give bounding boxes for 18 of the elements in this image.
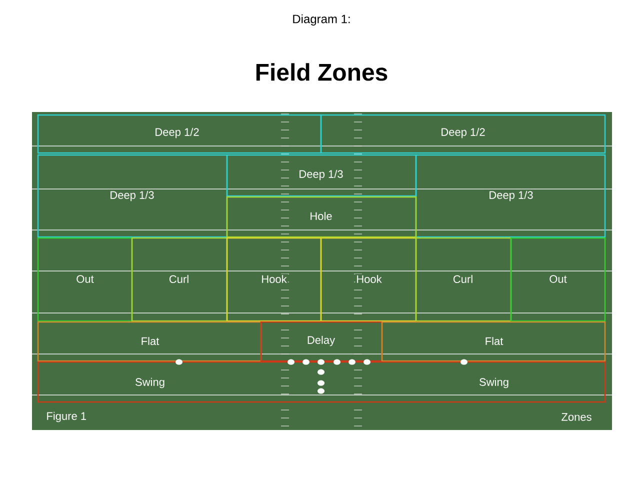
zone-box: Out <box>37 237 133 322</box>
zone-box: Hole <box>226 196 417 238</box>
zone-box: Curl <box>415 237 512 322</box>
title: Field Zones <box>256 63 388 81</box>
zone-box: Hook <box>320 237 417 322</box>
zone-box: Deep 1/3 <box>415 154 606 238</box>
zone-box: Swing Swing <box>37 361 606 403</box>
zone-box: Hook <box>226 237 322 322</box>
zone-box: Curl <box>131 237 228 322</box>
zone-box: Deep 1/2 <box>37 114 322 154</box>
zones-label: Zones <box>562 413 592 421</box>
zone-box: Out <box>510 237 606 322</box>
zone-box: Flat <box>381 321 606 362</box>
zone-box: Deep 1/3 <box>37 154 228 238</box>
heading: Diagram 1: <box>293 14 350 26</box>
zone-box: Flat <box>37 321 262 362</box>
zone-box: Deep 1/3 <box>226 154 417 197</box>
zone-box: Deep 1/2 <box>320 114 606 154</box>
